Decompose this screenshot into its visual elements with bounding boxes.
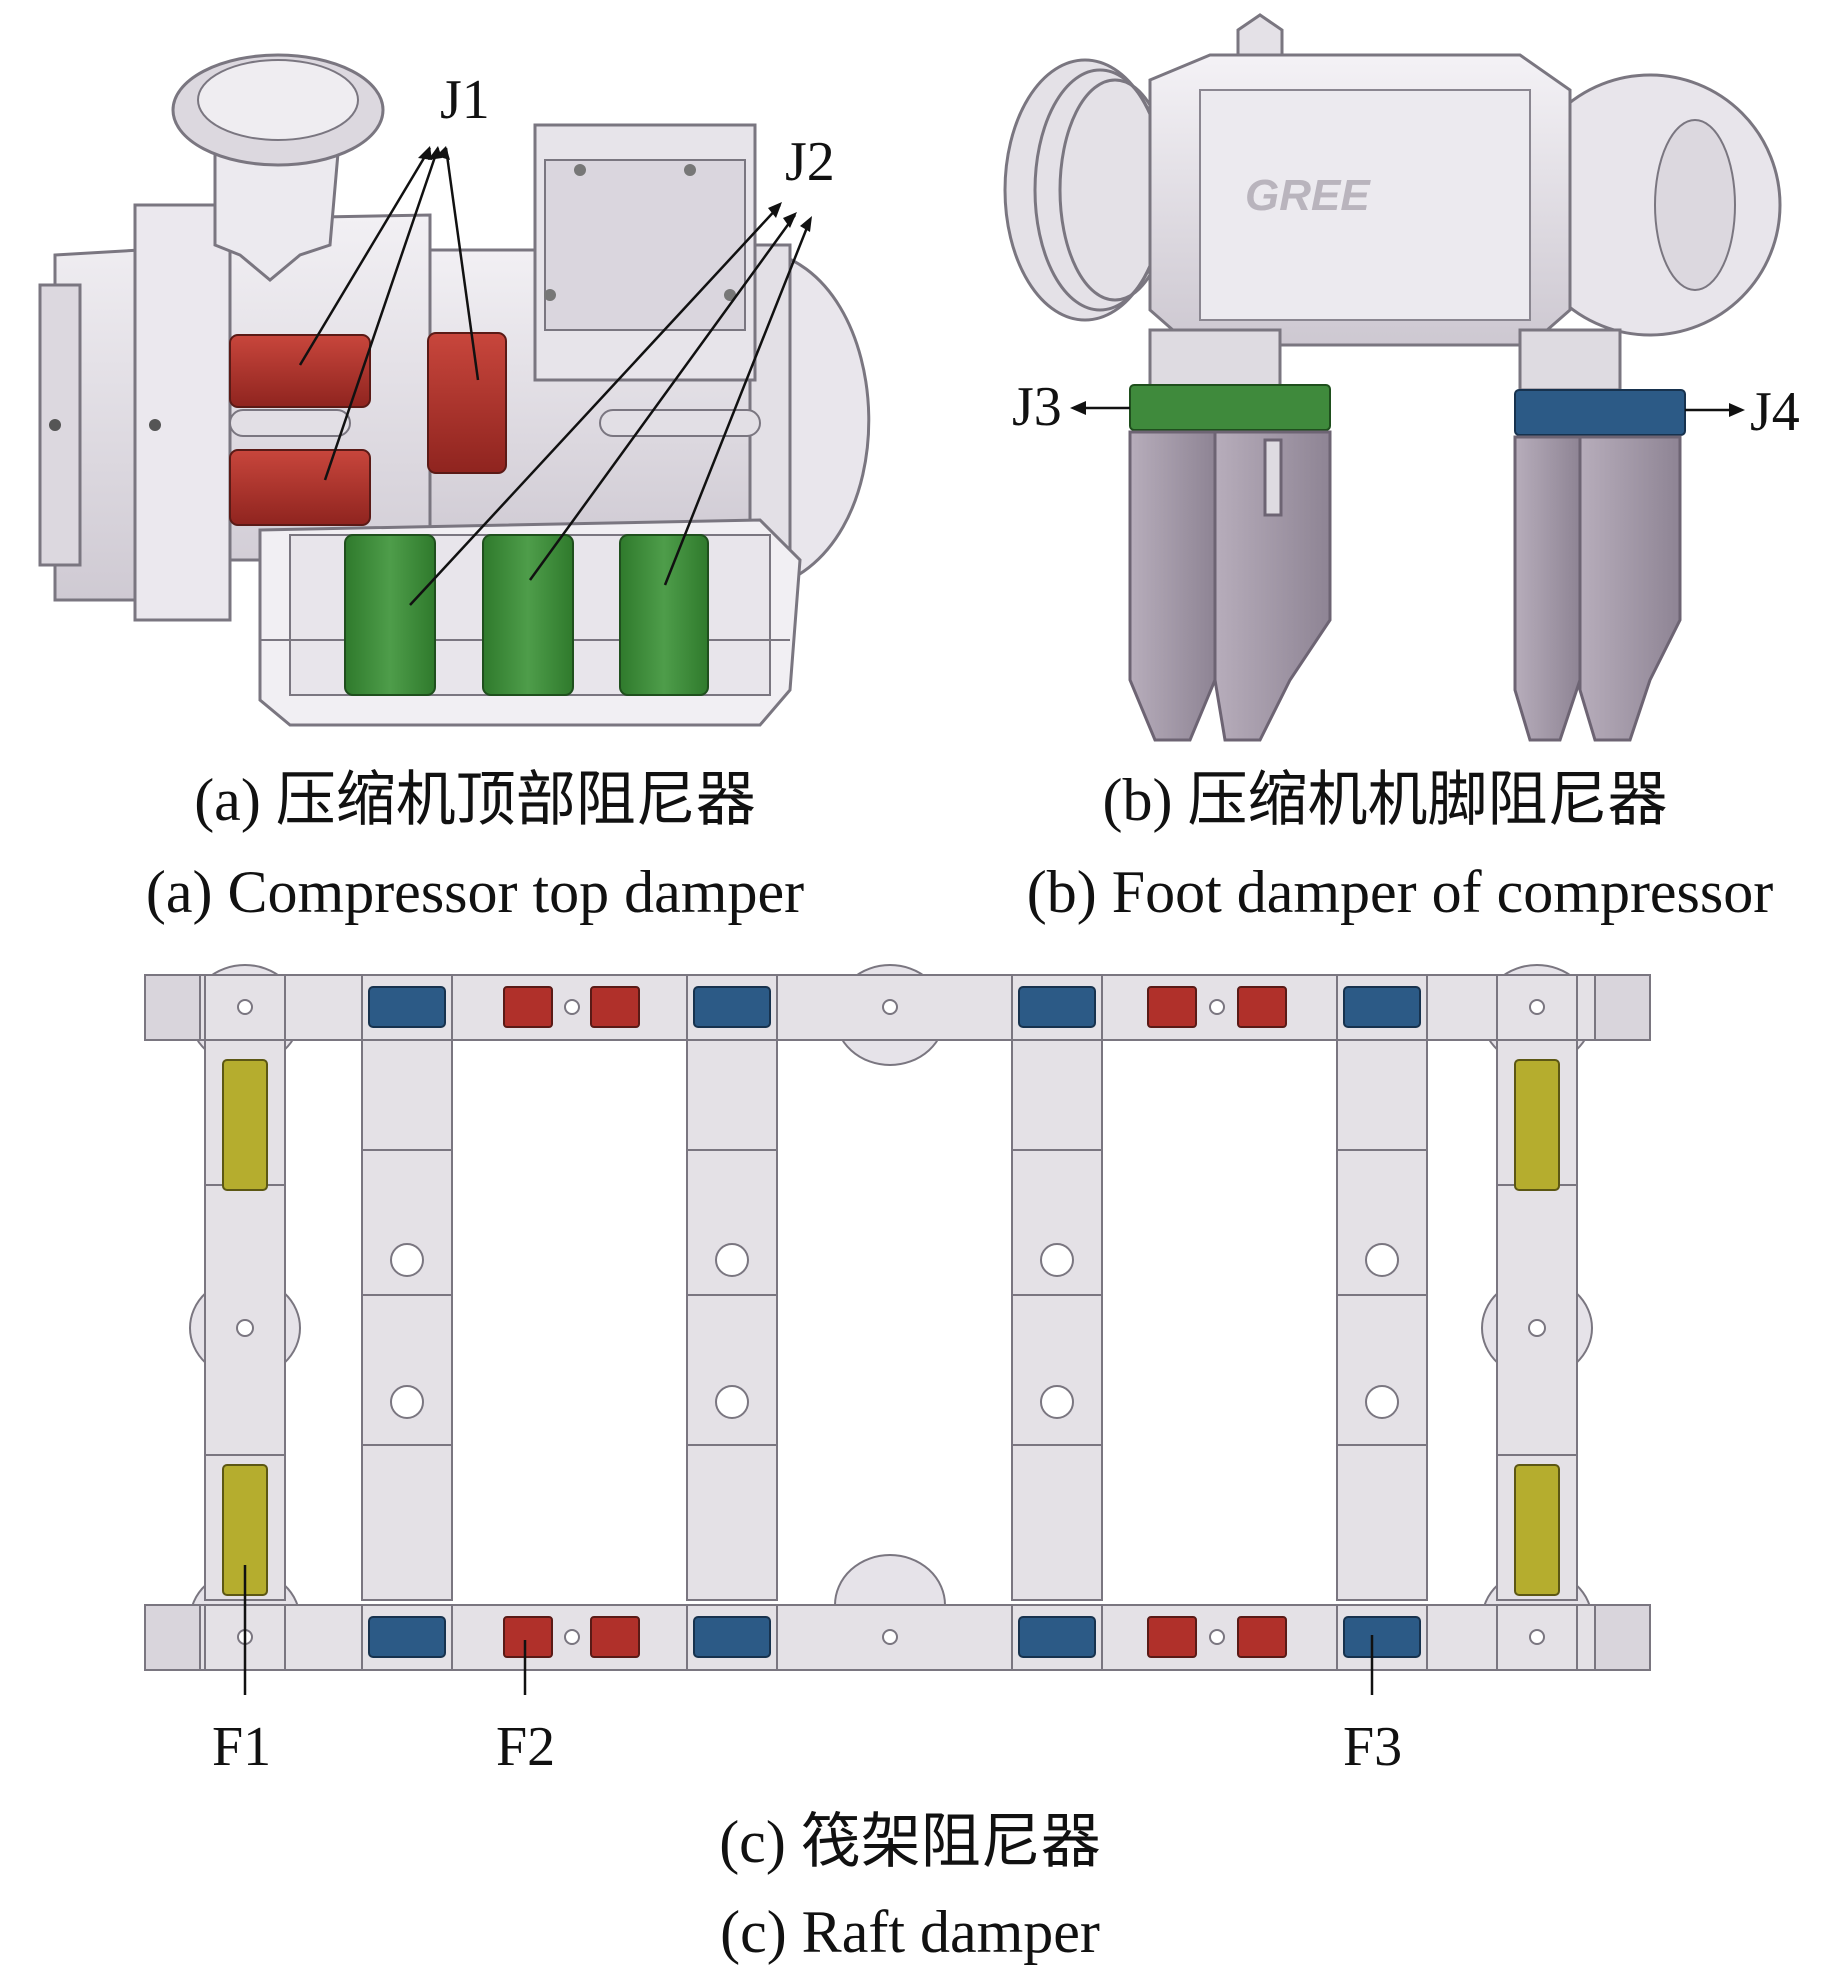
red-damper (503, 986, 553, 1028)
red-damper (229, 449, 371, 526)
red-damper (590, 986, 640, 1028)
j1-arrowheads (418, 146, 450, 160)
yellow-damper (1514, 1464, 1560, 1596)
bolt-hole (1209, 1629, 1225, 1645)
blue-damper (368, 986, 446, 1028)
bolt-hole (1529, 1629, 1545, 1645)
panel-raft-damper: F1 F2 F3 (c) 筏架阻尼器 (c) Raft damper (0, 950, 1822, 1974)
caption-c-en: (c) Raft damper (720, 1899, 1100, 1965)
j3-j4-arrows (1080, 406, 1735, 412)
end-bracket (144, 974, 201, 1041)
bolt-hole (390, 1385, 424, 1419)
red-damper (229, 334, 371, 408)
end-bracket (1594, 1604, 1651, 1671)
label-j4: J4 (1750, 381, 1800, 443)
bolt-hole (390, 1243, 424, 1277)
bolt-hole (1040, 1385, 1074, 1419)
j2-arrowheads (768, 202, 812, 232)
bolt-hole (882, 1629, 898, 1645)
caption-c-zh: (c) 筏架阻尼器 (719, 1809, 1101, 1875)
caption-b-en: (b) Foot damper of compressor (1026, 859, 1774, 925)
bolt-hole (715, 1385, 749, 1419)
blue-damper (1018, 986, 1096, 1028)
red-damper (1147, 986, 1197, 1028)
mounting-legs (1128, 430, 1682, 742)
caption-b-zh: (b) 压缩机机脚阻尼器 (1102, 767, 1668, 833)
bolt-hole (1365, 1385, 1399, 1419)
blue-damper (368, 1616, 446, 1658)
green-damper (482, 534, 574, 696)
foot-damper-illustration: GREE J3 J4 (1003, 13, 1800, 742)
end-bracket (144, 1604, 201, 1671)
bolt-hole (1528, 1319, 1546, 1337)
gree-logo: GREE (1245, 171, 1371, 220)
blue-damper (1343, 986, 1421, 1028)
j2-leader-lines (409, 204, 812, 606)
label-j2: J2 (785, 131, 835, 193)
blue-damper (693, 1616, 771, 1658)
bolt-hole (1365, 1243, 1399, 1277)
arrowhead-j3 (1070, 401, 1086, 415)
damper-j2-group (344, 534, 709, 696)
cross-member (361, 1039, 453, 1601)
blue-damper (1018, 1616, 1096, 1658)
bolt-hole (236, 1319, 254, 1337)
bolt-hole (237, 999, 253, 1015)
label-f3: F3 (1343, 1716, 1402, 1778)
compressor-top-illustration: J1 J2 (38, 53, 871, 727)
raft-dampers (222, 986, 1560, 1658)
j1-leader-lines (298, 147, 480, 481)
green-foot-damper (1129, 384, 1331, 431)
red-damper (503, 1616, 553, 1658)
red-damper (427, 332, 507, 474)
arrowhead-j4 (1729, 403, 1745, 417)
cross-member (1011, 1039, 1103, 1601)
end-bracket (1594, 974, 1651, 1041)
f-leader-lines (243, 1565, 1374, 1695)
bolt-hole (564, 999, 580, 1015)
bolt-hole (715, 1243, 749, 1277)
cross-member (686, 1039, 778, 1601)
label-f1: F1 (212, 1716, 271, 1778)
blue-damper (1343, 1616, 1421, 1658)
raft-frame (144, 964, 1651, 1671)
raft-frame-illustration: F1 F2 F3 (144, 964, 1651, 1778)
caption-a-en: (a) Compressor top damper (145, 859, 805, 925)
red-damper (1237, 986, 1287, 1028)
bolt-hole (1529, 999, 1545, 1015)
red-damper (1147, 1616, 1197, 1658)
panel-foot-damper: GREE J3 J4 (b) 压缩机机脚阻尼器 (b) Foot damper … (960, 0, 1822, 925)
caption-a-zh: (a) 压缩机顶部阻尼器 (194, 767, 756, 833)
bolt-hole (882, 999, 898, 1015)
damper-j1-group (229, 332, 507, 526)
label-j1: J1 (440, 69, 490, 131)
yellow-damper (222, 1059, 268, 1191)
bolt-hole (564, 1629, 580, 1645)
compressor-body: GREE (1003, 13, 1782, 392)
green-damper (619, 534, 709, 696)
label-j3: J3 (1012, 376, 1062, 438)
cross-member (1336, 1039, 1428, 1601)
label-f2: F2 (496, 1716, 555, 1778)
red-damper (1237, 1616, 1287, 1658)
blue-foot-damper (1514, 389, 1686, 436)
green-damper (344, 534, 436, 696)
red-damper (590, 1616, 640, 1658)
panel-compressor-top: J1 J2 (a) 压缩机顶部阻尼器 (a) Compressor top da… (0, 0, 900, 925)
yellow-damper (1514, 1059, 1560, 1191)
blue-damper (693, 986, 771, 1028)
bolt-hole (1040, 1243, 1074, 1277)
bolt-hole (1209, 999, 1225, 1015)
